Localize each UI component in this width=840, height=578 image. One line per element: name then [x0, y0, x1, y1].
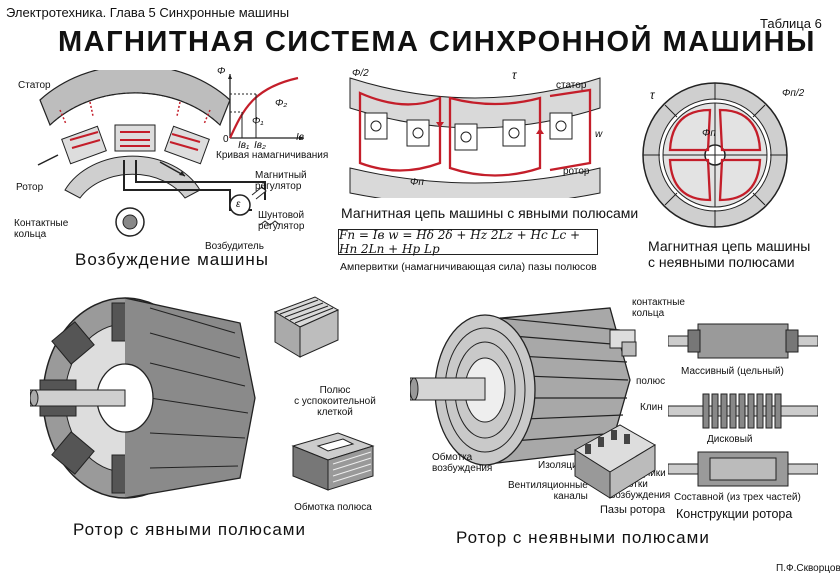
- magnetization-curve: [228, 74, 304, 140]
- label-iv1: Iв₁: [238, 140, 250, 151]
- pole-with-damper: [273, 296, 340, 358]
- label-insulation: Изоляция: [538, 460, 583, 471]
- caption-nonsalient-circuit: Магнитная цепь машины с неявными полюсам…: [648, 238, 811, 270]
- design-composite-label: Составной (из трех частей): [674, 492, 801, 503]
- label-phi2: Φ₂: [275, 98, 288, 109]
- label-stator: Статор: [18, 80, 51, 91]
- design-disc-label: Дисковый: [707, 434, 753, 445]
- axis-phi: Φ: [217, 66, 226, 77]
- label-mag-regulator: Магнитный регулятор: [255, 170, 307, 192]
- axis-iv: Iв: [296, 132, 304, 143]
- label-phi-half-2: Φп/2: [782, 88, 805, 99]
- label-vent: Вентиляционные каналы: [508, 480, 588, 502]
- label-pole: полюс: [636, 376, 666, 387]
- pole-center: [114, 124, 156, 152]
- page-title: МАГНИТНАЯ СИСТЕМА СИНХРОННОЙ МАШИНЫ: [58, 26, 816, 58]
- label-rings-2: контактные кольца: [632, 297, 685, 319]
- rotor-disc: [668, 393, 818, 429]
- label-w: w: [595, 129, 603, 140]
- label-exciter: Возбудитель: [205, 241, 264, 252]
- label-emf: ε: [236, 199, 241, 210]
- label-wedge: Клин: [640, 402, 663, 413]
- caption-excitation: Возбуждение машины: [75, 250, 269, 269]
- label-slots: Пазы ротора: [600, 504, 666, 516]
- caption-salient-circuit: Магнитная цепь машины с явными полюсами: [341, 205, 639, 221]
- design-massive-label: Массивный (цельный): [681, 366, 784, 377]
- table-number: Таблица 6: [760, 16, 822, 31]
- label-pole-winding: Обмотка полюса: [294, 502, 372, 513]
- caption-salient-rotor: Ротор с явными полюсами: [73, 520, 306, 539]
- label-pole-damper: Полюс с успокоительной клеткой: [294, 385, 376, 418]
- label-tau-2: τ: [650, 88, 655, 102]
- excitation-diagram: [37, 70, 281, 237]
- salient-circuit-diagram: [349, 77, 601, 198]
- chapter-header: Электротехника. Глава 5 Синхронные машин…: [6, 5, 290, 20]
- rotor-composite: [668, 451, 818, 487]
- label-rotor: Ротор: [16, 182, 44, 193]
- pole-winding-coil: [291, 432, 375, 491]
- rotor-slots-detail: [574, 424, 656, 499]
- salient-rotor-illustration: [30, 297, 256, 499]
- label-phi-n-2: Φп: [702, 128, 716, 139]
- label-tau: τ: [512, 68, 517, 82]
- label-phi1: Φ₁: [252, 116, 264, 127]
- label-iv2: Iв₂: [254, 140, 266, 151]
- rotor-massive: [668, 323, 818, 359]
- label-stator-2: статор: [556, 80, 587, 91]
- label-field-winding: Обмотка возбуждения: [432, 452, 493, 474]
- pole-left: [61, 125, 107, 165]
- formula-note: Ампервитки (намагничивающая сила) пазы п…: [340, 261, 597, 273]
- nonsalient-circuit-diagram: [642, 82, 788, 228]
- pole-right: [164, 125, 210, 165]
- caption-rotor-designs: Конструкции ротора: [676, 507, 793, 521]
- caption-nonsalient-rotor: Ротор с неявными полюсами: [456, 528, 710, 547]
- label-phi-n: Φп: [410, 177, 424, 188]
- label-rotor-2: ротор: [563, 166, 590, 177]
- label-phi-half: Φ/2: [352, 68, 369, 79]
- label-shunt-regulator: Шунтовой регулятор: [258, 210, 305, 232]
- label-zero: 0: [223, 134, 229, 145]
- formula-box: Fп = Iв w = Hδ 2δ + Hz 2Lz + Hc Lc + Hп …: [338, 228, 598, 256]
- nonsalient-rotor-illustration: [410, 307, 637, 466]
- label-curve: Кривая намагничивания: [216, 150, 329, 161]
- author: П.Ф.Скворцов: [776, 563, 840, 574]
- label-rings: Контактные кольца: [14, 218, 69, 240]
